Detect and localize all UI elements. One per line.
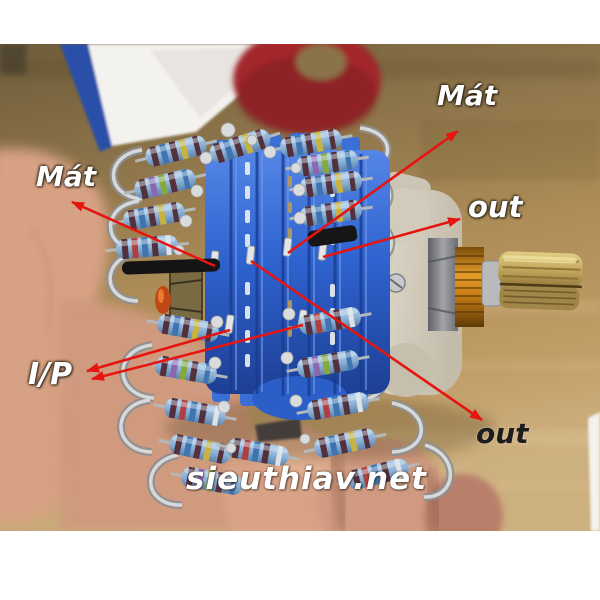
arrow-ground-left: [71, 200, 216, 268]
label-output-bottom: out: [476, 417, 529, 450]
arrow-output-bottom: [250, 259, 483, 422]
rotary-switch-stack: [205, 133, 390, 420]
arrow-ground-top: [287, 129, 459, 255]
label-input: I/P: [28, 357, 73, 392]
solder-blobs: [173, 122, 311, 454]
threaded-bushing: [455, 247, 484, 327]
arrow-output-top: [322, 217, 461, 259]
label-ground-left: Mát: [36, 160, 97, 193]
label-ground-top: Mát: [437, 79, 498, 112]
watermark: sieuthiav.net: [186, 461, 427, 497]
corner-shadow: [0, 44, 26, 74]
shaft-collar: [481, 260, 502, 307]
finger: [318, 438, 446, 531]
hex-standoff: [169, 269, 203, 323]
red-ring: [233, 44, 381, 136]
arrow-input-1: [86, 328, 231, 373]
black-rod: [122, 258, 221, 275]
paper-edge-right: [588, 412, 600, 531]
annotation-arrows: [71, 129, 483, 422]
hex-nut: [428, 238, 458, 331]
paper-blue-edge: [60, 44, 122, 152]
label-output-top: out: [468, 190, 523, 224]
arrow-input-2: [91, 323, 304, 381]
potentiometer-shaft: [498, 251, 583, 311]
